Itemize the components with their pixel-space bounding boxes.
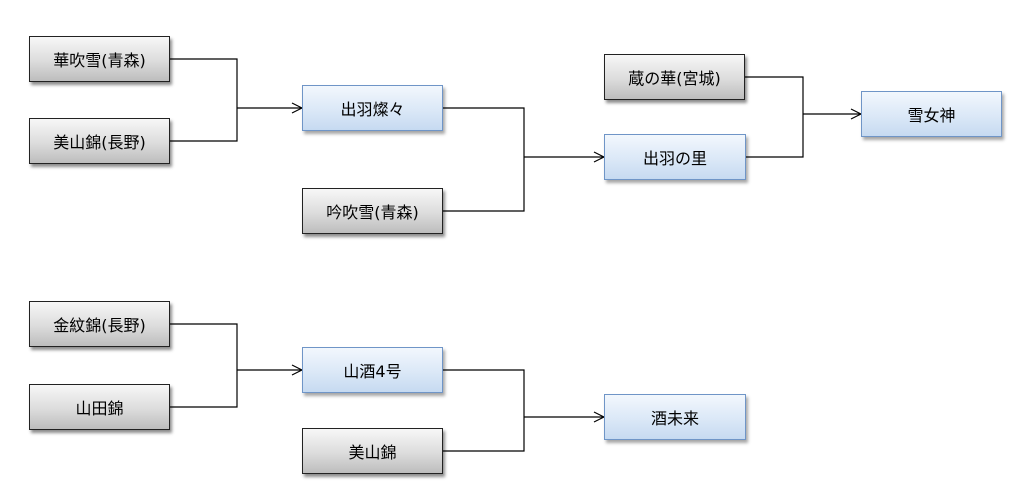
node-miyamanishiki: 美山錦 (302, 428, 443, 474)
node-kinmonnishiki: 金紋錦(長野) (29, 301, 170, 347)
node-dewasansan: 出羽燦々 (302, 85, 443, 131)
connector-kinmonnishiki (170, 323, 238, 408)
connector-yamasake4 (443, 369, 525, 452)
node-yamasake4: 山酒4号 (302, 347, 443, 393)
node-miyamanishiki-nagano: 美山錦(長野) (29, 118, 170, 164)
node-yamadanishiki: 山田錦 (29, 384, 170, 430)
connector-dewasansan (443, 107, 525, 212)
connector-kabukiyuki (170, 58, 238, 142)
node-ginfubuki: 吟吹雪(青森) (302, 188, 443, 234)
connector-kuranohana (745, 76, 804, 158)
node-kabukiyuki: 華吹雪(青森) (29, 36, 170, 82)
node-dewanosato: 出羽の里 (604, 134, 746, 180)
node-sakemirai: 酒未来 (604, 394, 746, 440)
node-kuranohana: 蔵の華(宮城) (604, 54, 745, 100)
node-yukimegami: 雪女神 (861, 91, 1002, 137)
